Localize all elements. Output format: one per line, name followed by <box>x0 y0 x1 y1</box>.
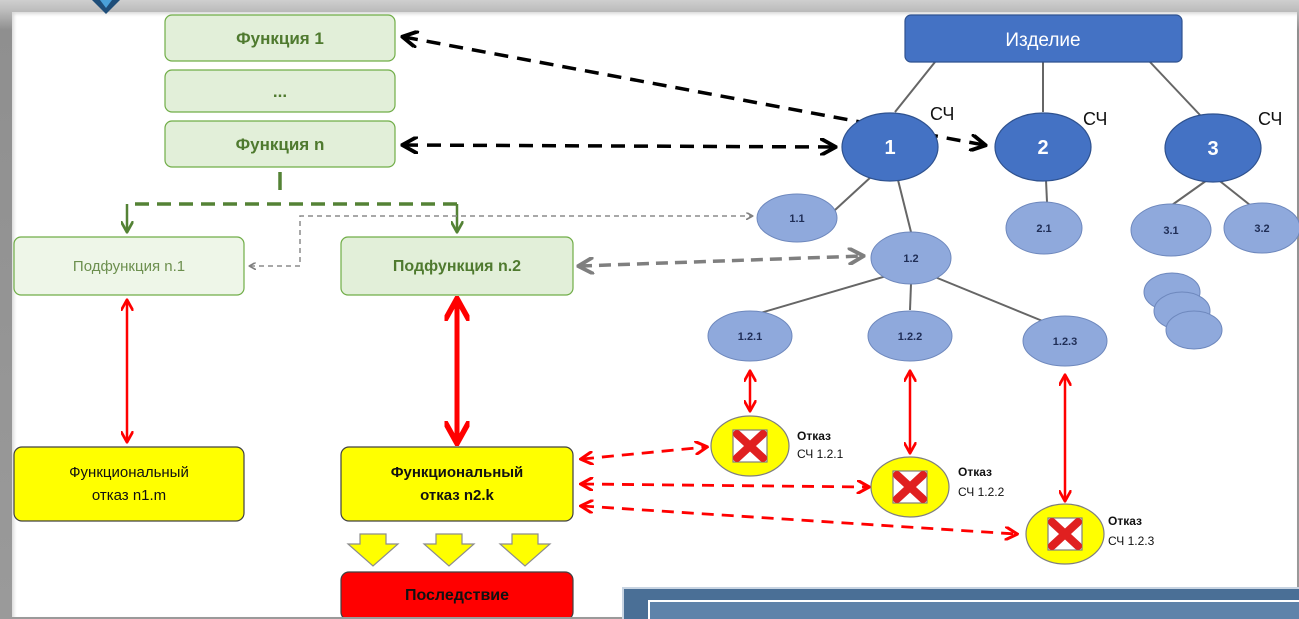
svg-text:1.2.1: 1.2.1 <box>738 331 762 343</box>
failure-mark-1-2-2: Отказ СЧ 1.2.2 <box>870 456 1005 518</box>
node-3-sch-label: СЧ <box>1258 109 1282 129</box>
function-1-box: Функция 1 <box>164 14 396 62</box>
function-n-label: Функция n <box>236 135 325 154</box>
functional-failure-1-box: Функциональный отказ n1.m <box>13 446 245 522</box>
tree-node-3: 3 <box>1164 113 1262 183</box>
function-ellipsis-label: ... <box>273 82 287 101</box>
svg-text:3: 3 <box>1207 138 1218 160</box>
product-tree-links <box>749 61 1251 323</box>
svg-text:1: 1 <box>884 137 895 159</box>
subfunction-2-box: Подфункция n.2 <box>340 236 574 296</box>
function-1-label: Функция 1 <box>236 29 324 48</box>
logo-icon <box>92 0 120 14</box>
tree-node-3-2: 3.2 <box>1223 202 1299 254</box>
node-1-sch-label: СЧ <box>930 104 954 124</box>
grey-dashed-links <box>250 216 862 266</box>
svg-text:СЧ 1.2.2: СЧ 1.2.2 <box>958 485 1005 499</box>
consequence-arrows <box>346 533 552 567</box>
red-vertical-links <box>127 301 1065 500</box>
svg-text:Отказ: Отказ <box>958 465 992 479</box>
functional-failure-2-line1: Функциональный <box>391 464 524 481</box>
tree-node-1-2: 1.2 <box>870 231 952 285</box>
tree-node-1: 1 <box>841 112 939 182</box>
svg-text:СЧ 1.2.3: СЧ 1.2.3 <box>1108 534 1155 548</box>
function-n-branch <box>127 172 460 231</box>
svg-text:2.1: 2.1 <box>1036 223 1051 235</box>
cross-icon <box>733 430 767 462</box>
svg-text:1.2: 1.2 <box>903 253 918 265</box>
consequence-label: Последствие <box>405 587 509 604</box>
svg-text:3.2: 3.2 <box>1254 223 1269 235</box>
functional-failure-1-line1: Функциональный <box>69 464 189 481</box>
consequence-box: Последствие <box>340 571 574 617</box>
function-ellipsis-box: ... <box>164 69 396 113</box>
tree-node-1-1: 1.1 <box>756 193 838 243</box>
tree-node-1-2-3: 1.2.3 <box>1022 315 1108 367</box>
tree-node-1-2-1: 1.2.1 <box>707 310 793 362</box>
functional-failure-2-line2: отказ n2.k <box>420 487 494 504</box>
subfunction-2-label: Подфункция n.2 <box>393 258 521 275</box>
overlay-panel-inner <box>648 600 1299 619</box>
red-dashed-links <box>582 447 1016 534</box>
functional-failure-2-box: Функциональный отказ n2.k <box>340 446 574 522</box>
cross-icon <box>893 471 927 503</box>
tree-node-3-1: 3.1 <box>1130 203 1212 257</box>
tree-node-3-1-children <box>1143 272 1223 350</box>
tree-node-1-2-2: 1.2.2 <box>867 310 953 362</box>
functional-failure-1-line2: отказ n1.m <box>92 487 166 504</box>
cross-icon <box>1048 518 1082 550</box>
product-root-box: Изделие <box>904 14 1183 63</box>
svg-text:2: 2 <box>1037 137 1048 159</box>
subfunction-1-box: Подфункция n.1 <box>13 236 245 296</box>
node-2-sch-label: СЧ <box>1083 109 1107 129</box>
function-n-box: Функция n <box>164 120 396 168</box>
svg-text:Отказ: Отказ <box>797 429 831 443</box>
svg-text:СЧ 1.2.1: СЧ 1.2.1 <box>797 447 844 461</box>
product-root-label: Изделие <box>1005 30 1080 51</box>
svg-text:1.2.3: 1.2.3 <box>1053 336 1077 348</box>
svg-text:Отказ: Отказ <box>1108 514 1142 528</box>
subfunction-1-label: Подфункция n.1 <box>73 258 185 275</box>
svg-text:3.1: 3.1 <box>1163 225 1178 237</box>
svg-text:1.2.2: 1.2.2 <box>898 331 922 343</box>
failure-mark-1-2-3: Отказ СЧ 1.2.3 <box>1025 503 1155 565</box>
failure-mark-1-2-1: Отказ СЧ 1.2.1 <box>710 415 844 477</box>
svg-text:1.1: 1.1 <box>789 213 804 225</box>
tree-node-2-1: 2.1 <box>1005 201 1083 255</box>
tree-node-2: 2 <box>994 112 1092 182</box>
